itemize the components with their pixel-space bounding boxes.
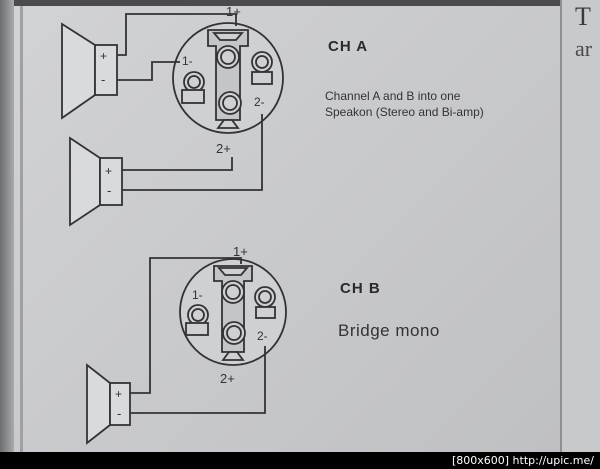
ch-a-speaker2-plus-label: + — [105, 164, 112, 178]
ch-a-pin-2-minus: 2- — [254, 95, 265, 109]
ch-a-wires — [117, 13, 263, 191]
ch-a-speaker-2 — [69, 136, 123, 227]
top-strip — [0, 0, 600, 6]
ch-b-wires — [130, 257, 266, 414]
ch-a-pin-1-plus: 1+ — [226, 4, 241, 19]
page-fold-line — [560, 0, 562, 460]
ch-a-pin-1-minus: 1- — [182, 54, 193, 68]
ch-b-pin-2-minus: 2- — [257, 329, 268, 343]
ch-b-description: Bridge mono — [338, 321, 440, 340]
footer-caption[interactable]: [800x600] http://upic.me/ — [451, 454, 594, 467]
ch-b-speakon-connector — [179, 258, 287, 366]
ch-a-speakon-connector — [172, 22, 284, 134]
ch-b-pin-2-plus: 2+ — [220, 371, 235, 386]
ch-a-description-line-1: Channel A and B into one — [325, 89, 461, 103]
ch-a-title: CH A — [328, 38, 369, 55]
ch-b-pin-1-plus: 1+ — [233, 244, 248, 259]
ch-a-speaker1-plus-label: + — [100, 49, 107, 63]
ch-a-speaker2-minus-label: - — [107, 183, 111, 198]
right-page-text-1: T — [575, 2, 591, 31]
ch-b-speaker-minus-label: - — [117, 406, 121, 421]
footer-bar: [800x600] http://upic.me/ — [0, 452, 600, 469]
ch-a-description-line-2: Speakon (Stereo and Bi-amp) — [325, 105, 484, 119]
ch-b-title: CH B — [340, 280, 381, 297]
page-left-shadow — [0, 0, 14, 469]
ch-b-speaker — [86, 363, 131, 445]
right-page-text-2: ar — [575, 36, 593, 61]
ch-a-speaker1-minus-label: - — [101, 72, 105, 87]
ch-b-speaker-plus-label: + — [115, 387, 122, 401]
ch-a-speaker-1 — [61, 22, 118, 120]
page-margin-line — [20, 6, 23, 456]
ch-a-pin-2-plus: 2+ — [216, 141, 231, 156]
right-page — [562, 0, 600, 460]
ch-b-pin-1-minus: 1- — [192, 288, 203, 302]
